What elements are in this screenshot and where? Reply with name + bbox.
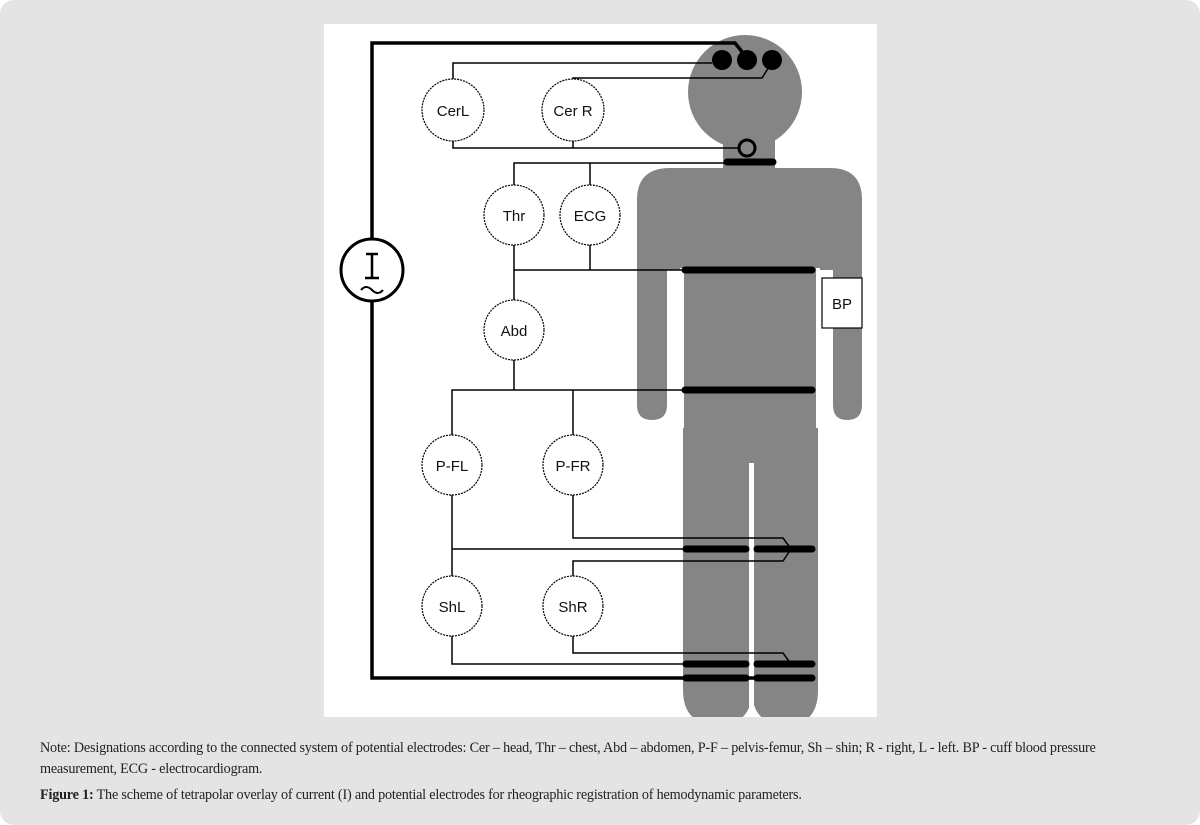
- pfl-label: P-FL: [436, 458, 469, 475]
- ecg-electrode-circle: [559, 184, 621, 246]
- leg-gap: [749, 463, 754, 717]
- pfl-electrode-circle: [421, 434, 483, 496]
- thr-electrode-circle: [483, 184, 545, 246]
- wire-shl: [451, 636, 683, 665]
- figure-caption-text: The scheme of tetrapolar overlay of curr…: [93, 787, 802, 803]
- figure-note: Note: Designations according to the conn…: [40, 740, 1096, 777]
- bp-label: BP: [832, 296, 852, 313]
- abd-electrode-circle: [483, 299, 545, 361]
- arm-gap-right: [816, 268, 820, 428]
- arm-gap-left: [680, 268, 684, 428]
- torso-and-legs: [637, 168, 862, 717]
- wire-pfr: [572, 495, 792, 550]
- bp-cuff-box: [821, 277, 863, 329]
- pfr-label: P-FR: [556, 458, 591, 475]
- current-wire-top: [370, 41, 749, 238]
- figure-caption: Figure 1: The scheme of tetrapolar overl…: [40, 787, 1175, 804]
- wire-cer-bottom: [452, 140, 740, 149]
- current-wire-bottom: [370, 302, 815, 680]
- figure-label: Figure 1:: [40, 787, 94, 803]
- shl-electrode-circle: [421, 575, 483, 637]
- shr-label: ShR: [558, 599, 587, 616]
- ecg-label: ECG: [574, 208, 607, 225]
- cerr-electrode-circle: [541, 78, 605, 142]
- wire-cerl: [452, 62, 712, 80]
- cerr-label: Cer R: [553, 103, 592, 120]
- shl-label: ShL: [439, 599, 466, 616]
- shr-electrode-circle: [542, 575, 604, 637]
- thr-label: Thr: [503, 208, 526, 225]
- cerl-electrode-circle: [421, 78, 485, 142]
- wire-pfl: [451, 495, 683, 576]
- current-symbol-icon: [365, 252, 379, 280]
- wire-shr-top: [572, 548, 792, 576]
- abd-label: Abd: [501, 323, 528, 340]
- cerl-label: CerL: [437, 103, 470, 120]
- current-source: [339, 237, 405, 303]
- head-electrodes: [712, 50, 782, 70]
- neck-electrode: [737, 138, 757, 158]
- wire-abd: [451, 270, 683, 435]
- wire-shr: [572, 636, 792, 665]
- wire-thr-ecg-top: [513, 162, 725, 185]
- pfr-electrode-circle: [542, 434, 604, 496]
- ac-tilde-icon: [360, 286, 384, 294]
